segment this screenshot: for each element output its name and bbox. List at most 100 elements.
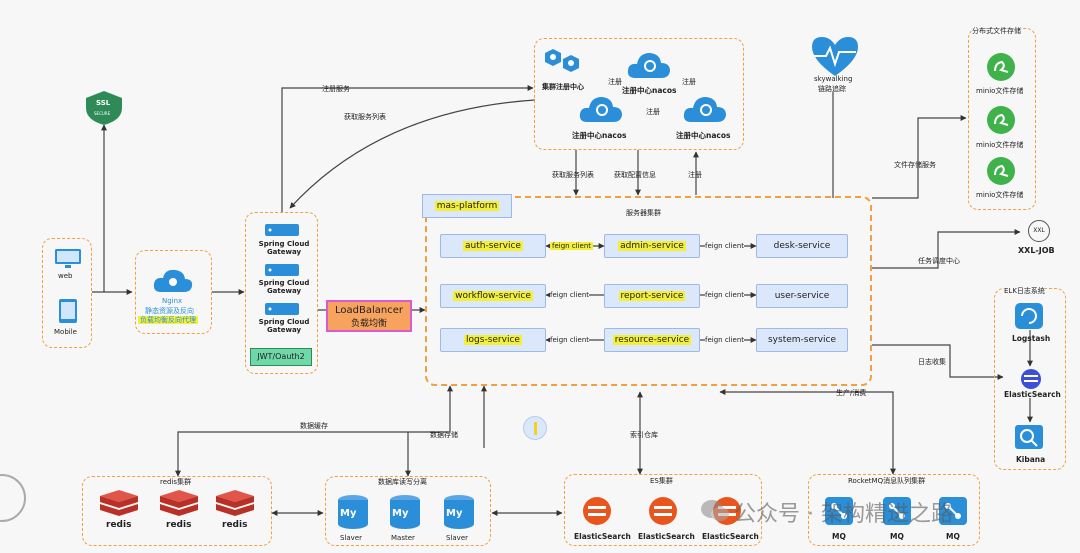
service-system-label: system-service	[767, 335, 837, 345]
monitor-icon	[54, 248, 82, 274]
feign-label: feign client	[550, 291, 590, 299]
jwt-oauth-badge: JWT/Oauth2	[250, 348, 312, 366]
cloud-network-icon	[151, 266, 195, 298]
redis-label: redis	[106, 520, 132, 530]
mq-label: MQ	[832, 532, 846, 541]
xxl-job-label: XXL-JOB	[1018, 246, 1055, 255]
platform-tag: mas-platform	[422, 194, 512, 218]
gateway-3: Spring Cloud Gateway	[258, 318, 310, 334]
cursor-bar	[534, 422, 537, 435]
ssl-sub: SECURE	[94, 111, 111, 116]
logstash-label: Logstash	[1012, 334, 1051, 343]
feign-label: feign client	[550, 336, 590, 344]
gateway-2: Spring Cloud Gateway	[258, 279, 310, 295]
mobile-label: Mobile	[54, 328, 77, 336]
hex-cluster-icon	[543, 47, 581, 81]
service-workflow-label: workflow-service	[453, 291, 533, 301]
nacos-right: 注册中心nacos	[676, 131, 731, 140]
platform-title: 服务器集群	[626, 209, 661, 217]
mysql-logo: My	[340, 508, 357, 519]
service-user[interactable]: user-service	[756, 284, 848, 308]
service-logs[interactable]: logs-service	[440, 328, 546, 352]
gateway-box	[245, 212, 318, 374]
kibana-label: Kibana	[1016, 455, 1046, 464]
lb-name: LoadBalancer	[335, 305, 403, 316]
server-icon	[264, 262, 300, 281]
redis-icon	[98, 488, 140, 522]
nacos-left: 注册中心nacos	[572, 131, 627, 140]
nacos-top: 注册中心nacos	[622, 86, 677, 95]
platform-tag-text: mas-platform	[434, 201, 500, 211]
redis-label: redis	[166, 520, 192, 530]
registry-cluster-label: 集群注册中心	[542, 83, 584, 91]
service-resource[interactable]: resource-service	[604, 328, 700, 352]
mq-icon	[882, 496, 912, 530]
service-system[interactable]: system-service	[756, 328, 848, 352]
load-balancer: LoadBalancer 负载均衡	[326, 300, 412, 332]
es-cluster-title: ES集群	[650, 477, 673, 485]
mysql-icon	[336, 494, 370, 534]
elasticsearch-icon	[582, 496, 612, 530]
redis-box	[82, 476, 272, 546]
es-label: ElasticSearch	[638, 532, 695, 541]
service-logs-label: logs-service	[464, 335, 522, 345]
edge-index-repo: 索引仓库	[630, 431, 658, 439]
platform-box	[425, 196, 872, 386]
feign-label: feign client	[705, 242, 745, 250]
service-auth-label: auth-service	[463, 241, 523, 251]
web-label: web	[58, 272, 73, 280]
gateway-1: Spring Cloud Gateway	[258, 240, 310, 256]
mysql-box	[325, 476, 491, 546]
service-auth[interactable]: auth-service	[440, 234, 546, 258]
minio-icon	[986, 105, 1016, 139]
nacos-cloud-icon	[682, 94, 728, 128]
mq-icon	[824, 496, 854, 530]
edge-partial-circle	[0, 474, 26, 522]
cursor-indicator	[523, 416, 547, 440]
redis-title: redis集群	[160, 478, 192, 486]
es-label: ElasticSearch	[574, 532, 631, 541]
ssl-shield-icon	[84, 90, 124, 130]
service-admin-label: admin-service	[618, 241, 686, 251]
redis-label: redis	[222, 520, 248, 530]
nginx-box	[135, 250, 212, 334]
register-label: 注册	[608, 78, 622, 86]
service-resource-label: resource-service	[612, 335, 692, 345]
redis-icon	[158, 488, 200, 522]
service-user-label: user-service	[774, 291, 830, 301]
service-desk-label: desk-service	[773, 241, 831, 251]
mysql-node-label: Slaver	[446, 534, 469, 542]
redis-icon	[214, 488, 256, 522]
edge-produce-consume: 生产/消费	[836, 389, 867, 397]
edge-file-storage: 文件存储服务	[894, 161, 936, 169]
elk-es-label: ElasticSearch	[1004, 390, 1061, 399]
service-workflow[interactable]: workflow-service	[440, 284, 546, 308]
service-report-label: report-service	[618, 291, 686, 301]
service-admin[interactable]: admin-service	[604, 234, 700, 258]
nginx-desc-2-text: 负载均衡反向代理	[138, 316, 198, 324]
registry-box	[534, 38, 744, 150]
mysql-logo: My	[446, 508, 463, 519]
lb-sub: 负载均衡	[350, 319, 387, 329]
mysql-node-label: Master	[391, 534, 415, 542]
nginx-desc-2: 负载均衡反向代理	[138, 315, 198, 325]
minio-icon	[986, 52, 1016, 86]
edge-get-config: 获取配置信息	[614, 171, 656, 179]
watermark-text: 公众号 · 架构精进之路	[734, 502, 953, 527]
logstash-icon	[1014, 302, 1044, 334]
minio-label: minio文件存储	[976, 87, 1024, 95]
service-desk[interactable]: desk-service	[756, 234, 848, 258]
service-report[interactable]: report-service	[604, 284, 700, 308]
nacos-cloud-icon	[578, 94, 624, 128]
edge-get-service-list: 获取服务列表	[552, 171, 594, 179]
mysql-title: 数据库读写分离	[378, 478, 427, 486]
mq-icon	[938, 496, 968, 530]
minio-label: minio文件存储	[976, 191, 1024, 199]
mq-box	[808, 474, 980, 546]
edge-get-service-list: 获取服务列表	[344, 113, 386, 121]
edge-task-center: 任务调度中心	[918, 257, 960, 265]
es-label: ElasticSearch	[702, 532, 759, 541]
mysql-icon	[442, 494, 476, 534]
skywalking-name: skywalking	[814, 75, 853, 83]
edge-log-collect: 日志收集	[918, 358, 946, 366]
